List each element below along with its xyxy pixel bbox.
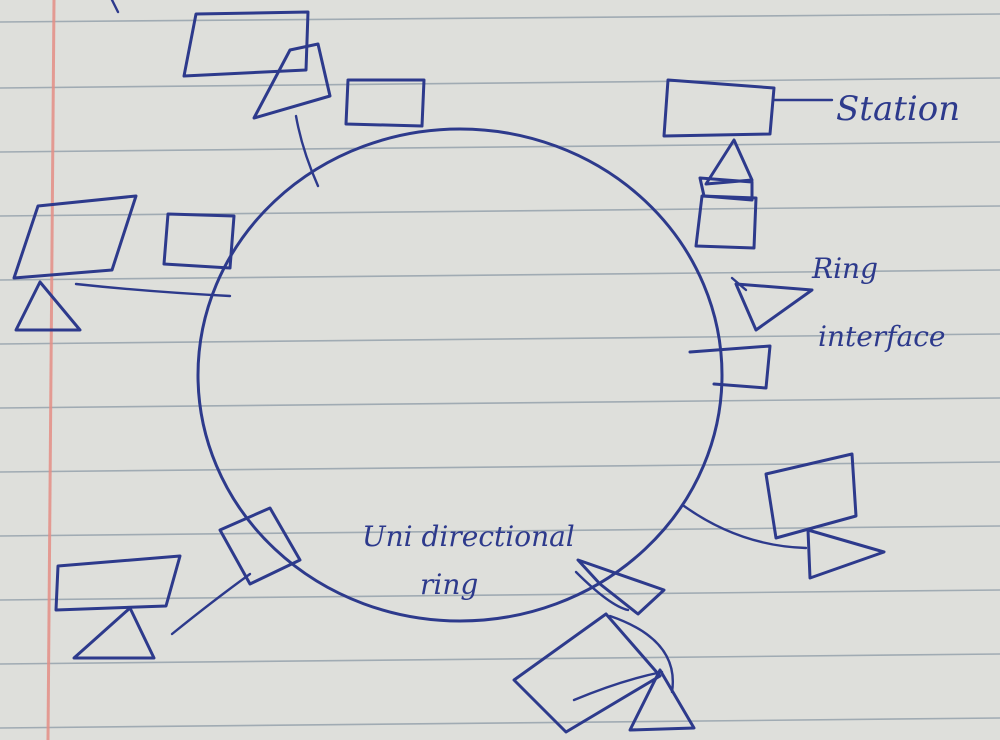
label-ring-name-line2: ring — [420, 568, 478, 601]
label-ring-interface-line2: interface — [818, 320, 946, 353]
label-station: Station — [836, 89, 960, 129]
label-ring-name-line1: Uni directional — [362, 520, 575, 553]
label-ring-interface-line1: Ring — [811, 252, 878, 285]
